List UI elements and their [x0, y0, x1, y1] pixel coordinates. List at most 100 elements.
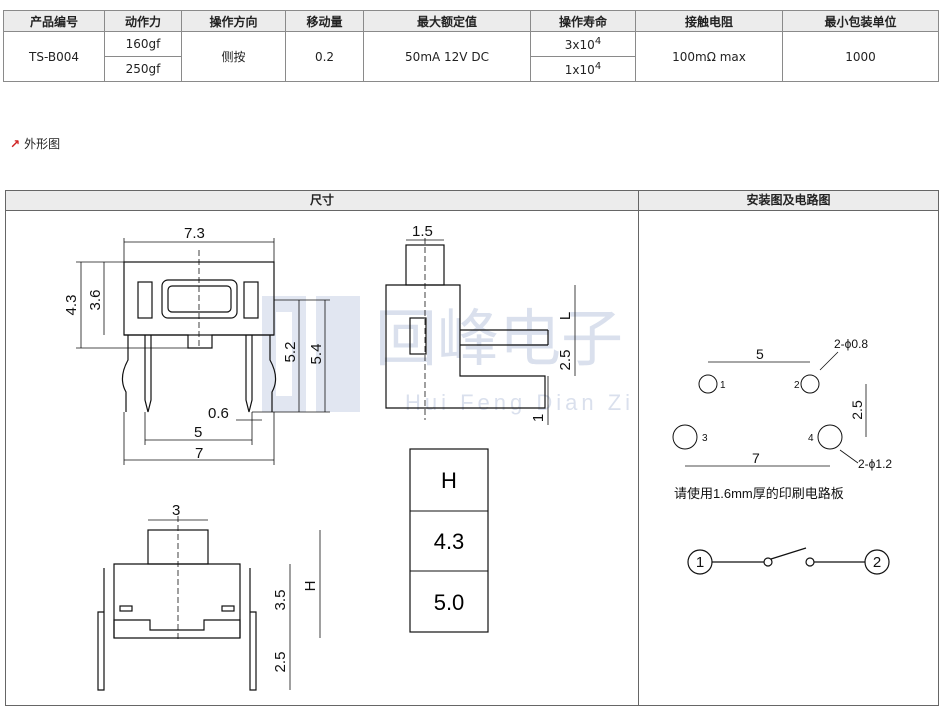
- mount-dim-5-label: 5: [756, 346, 764, 362]
- circuit-diagram: [687, 547, 890, 575]
- panel-divider: [638, 191, 639, 705]
- side-window: [409, 317, 427, 355]
- mounting-diagram: [672, 351, 867, 467]
- front-view-drawing: [76, 238, 330, 465]
- actuator-window-inner: [167, 285, 232, 313]
- life-exp: 4: [594, 61, 602, 72]
- section-title-text: 外形图: [24, 137, 61, 151]
- switch-blade: [770, 547, 807, 560]
- body-slot-right: [243, 281, 259, 319]
- body-slot-left: [137, 281, 153, 319]
- watermark-logo-shape: [316, 296, 360, 412]
- force-cell: 250gf: [104, 56, 182, 82]
- h-table-value: 5.0: [434, 590, 465, 615]
- pin-label: 2: [794, 380, 800, 391]
- watermark: 回峰电子 Hui Feng Dian Zi: [262, 296, 634, 415]
- life-cell: 3x104: [530, 31, 636, 57]
- left-lead: [121, 335, 129, 412]
- dim-side-1: 1: [530, 414, 547, 422]
- spec-header: 产品编号: [3, 10, 105, 32]
- h-table-header: H: [441, 468, 457, 493]
- bottom-view-drawing: [97, 516, 321, 691]
- bottom-body-step: [113, 619, 241, 638]
- pcb-hole: [672, 424, 698, 450]
- dim-L: L: [557, 312, 574, 320]
- spec-header: 操作方向: [181, 10, 286, 32]
- right-lead: [269, 335, 277, 412]
- pin-label: 3: [702, 433, 708, 444]
- bottom-body: [113, 563, 241, 639]
- spec-header: 接触电阻: [635, 10, 783, 32]
- dimensions-panel-title: 尺寸: [6, 191, 638, 211]
- dim-height-54: 5.4: [308, 344, 325, 365]
- terminal-1-label: 1: [696, 554, 704, 571]
- dim-bottom-25: 2.5: [272, 652, 289, 673]
- h-table: H 4.3 5.0: [409, 448, 489, 633]
- spec-header-row: 产品编号 动作力 操作方向 移动量 最大额定值 操作寿命 接触电阻 最小包装单位: [3, 10, 939, 32]
- dim-height-36: 3.6: [87, 290, 104, 311]
- h-table-value: 4.3: [434, 529, 465, 554]
- red-arrow-icon: ↗: [10, 137, 21, 151]
- mount-dim-25-label: 2.5: [849, 400, 865, 420]
- dim-height-52: 5.2: [282, 342, 299, 363]
- dim-bottom-3: 3: [172, 502, 180, 519]
- bottom-slot-left: [119, 605, 133, 612]
- part-number-cell: TS-B004: [3, 31, 105, 82]
- spec-row: TS-B004 160gf 侧按 0.2 50mA 12V DC 3x104 1…: [3, 31, 939, 82]
- watermark-text: 回峰电子: [375, 305, 623, 374]
- life-base: 3x10: [564, 38, 595, 52]
- watermark-logo-cut: [276, 312, 292, 396]
- pcb-hole: [817, 424, 843, 450]
- life-base: 1x10: [564, 63, 595, 77]
- side-body: [385, 284, 546, 409]
- dim-bottom-H: H: [302, 581, 319, 592]
- switch-contact: [763, 557, 773, 567]
- leader-small-hole: [819, 351, 839, 371]
- bottom-view-labels: 3 3.5 H 2.5: [172, 502, 319, 672]
- body-bottom-notch: [124, 334, 274, 349]
- bottom-slot-right: [221, 605, 235, 612]
- right-pin: [245, 335, 253, 413]
- dim-actuator-width: 1.5: [412, 223, 433, 240]
- side-view-labels: 1.5 L 2.5 1: [412, 223, 574, 422]
- mounting-panel-title: 安装图及电路图: [639, 191, 938, 211]
- spec-header: 动作力: [104, 10, 182, 32]
- watermark-pinyin: Hui Feng Dian Zi: [405, 390, 634, 415]
- switch-contact: [805, 557, 815, 567]
- dim-width-total: 7.3: [184, 225, 205, 242]
- circuit-labels: 1 2: [696, 554, 881, 571]
- pin-label: 1: [720, 380, 726, 391]
- drawing-frame: 尺寸 安装图及电路图: [5, 190, 939, 706]
- force-cell: 160gf: [104, 31, 182, 57]
- dim-height-43: 4.3: [63, 295, 80, 316]
- pcb-note: 请使用1.6mm厚的印刷电路板: [674, 486, 844, 501]
- h-table-border: [409, 448, 489, 633]
- spec-row: 250gf 1x104: [4, 56, 939, 82]
- dim-pin-spacing: 5: [194, 424, 202, 441]
- front-view-labels: 7.3 4.3 3.6 5.2 5.4 0.6 5 7: [63, 225, 325, 462]
- left-pin: [144, 335, 152, 413]
- terminal-2-label: 2: [873, 554, 881, 571]
- direction-cell: 侧按: [181, 31, 286, 82]
- spec-header: 操作寿命: [530, 10, 636, 32]
- mounting-labels: 5 7 2.5 2-ϕ0.8 2-ϕ1.2 1 2 3 4 请使用1.6mm厚的…: [674, 337, 892, 501]
- leader-large-hole: [839, 449, 859, 464]
- dim-bottom-35: 3.5: [272, 590, 289, 611]
- bottom-right-lead: [249, 568, 257, 691]
- pcb-hole: [698, 374, 718, 394]
- rating-cell: 50mA 12V DC: [363, 31, 531, 82]
- hole-small-label: 2-ϕ0.8: [834, 337, 868, 351]
- life-exp: 4: [594, 36, 602, 47]
- hole-large-label: 2-ϕ1.2: [858, 457, 892, 471]
- spec-table: 产品编号 动作力 操作方向 移动量 最大额定值 操作寿命 接触电阻 最小包装单位…: [3, 10, 939, 82]
- section-title: ↗外形图: [10, 135, 60, 152]
- bottom-left-lead: [97, 568, 105, 691]
- life-cell: 1x104: [530, 56, 636, 82]
- travel-cell: 0.2: [285, 31, 364, 82]
- min-pack-cell: 1000: [782, 31, 939, 82]
- spec-header: 最大额定值: [363, 10, 531, 32]
- pcb-hole: [800, 374, 820, 394]
- dim-side-25: 2.5: [557, 350, 574, 371]
- pin-label: 4: [808, 433, 814, 444]
